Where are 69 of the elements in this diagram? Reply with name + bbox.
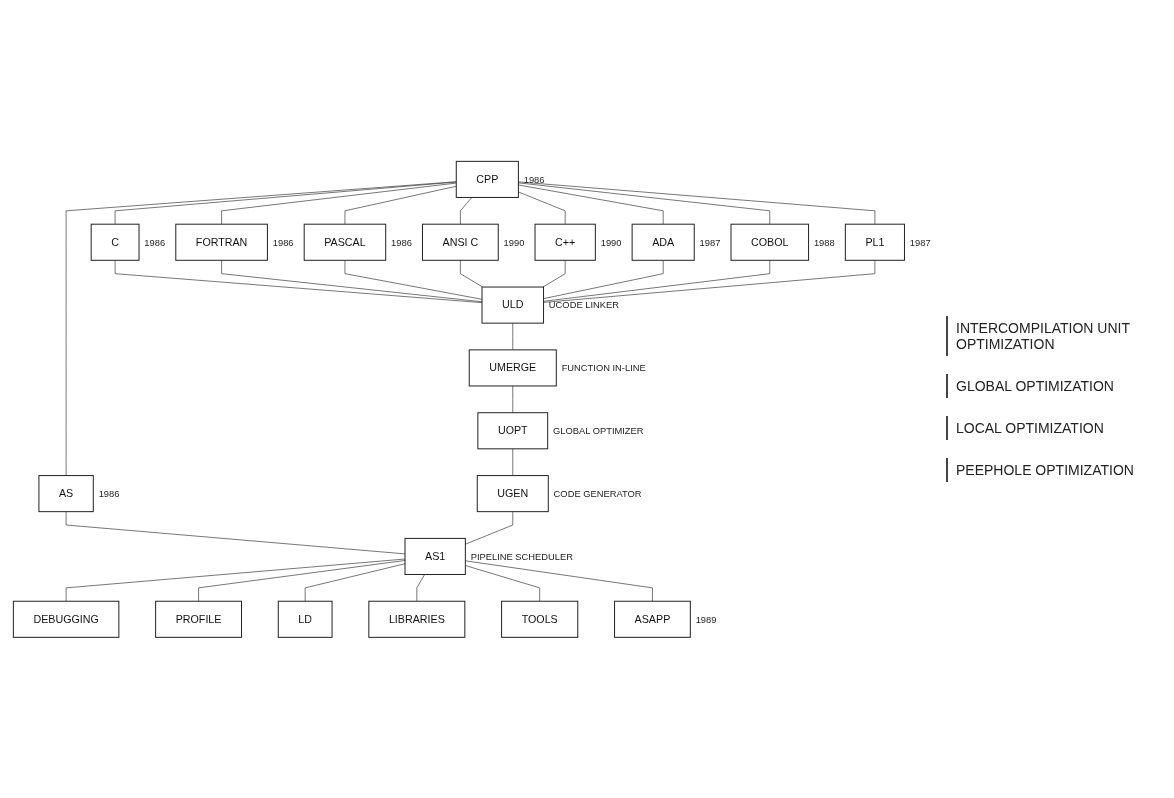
node-caption: CODE GENERATOR [553, 488, 642, 499]
connector [542, 259, 566, 288]
node-caption: FUNCTION IN-LINE [561, 362, 646, 373]
node-box: FORTRAN [175, 223, 268, 261]
node-box: C++ [534, 223, 596, 261]
node-box: ANSI C [421, 223, 499, 261]
node-caption: 1988 [813, 237, 835, 248]
connector [344, 185, 457, 225]
connector [512, 385, 514, 413]
node-box: C [90, 223, 140, 261]
node-box: ADA [631, 223, 695, 261]
node-caption: 1986 [391, 237, 412, 248]
node-box: COBOL [730, 223, 810, 261]
node-box: PASCAL [303, 223, 387, 261]
node-box: ULD [481, 286, 545, 324]
node-caption: 1990 [600, 237, 622, 248]
connector [512, 448, 514, 476]
node-box: UMERGE [468, 349, 557, 387]
node-caption: 1990 [503, 237, 525, 248]
node-caption: 1989 [695, 614, 717, 625]
connector [65, 181, 457, 476]
annotation-label: LOCAL OPTIMIZATION [946, 416, 1166, 440]
node-box: LD [277, 600, 333, 638]
annotation-label: GLOBAL OPTIMIZATION [946, 374, 1166, 398]
connector [221, 259, 483, 302]
connector [114, 181, 457, 225]
connector [304, 563, 406, 602]
node-box: PL1 [844, 223, 905, 261]
node-box: AS [38, 474, 94, 512]
node-box: AS1 [404, 537, 466, 575]
connector [65, 510, 406, 554]
connector [518, 181, 876, 225]
node-caption: 1986 [272, 237, 294, 248]
connector [460, 196, 473, 225]
node-box: ASAPP [614, 600, 691, 638]
connector [543, 259, 771, 302]
node-box: DEBUGGING [12, 600, 120, 638]
node-box: UOPT [477, 411, 549, 449]
connector [221, 182, 457, 225]
annotation-label: INTERCOMPILATION UNIT OPTIMIZATION [946, 316, 1166, 356]
node-box: PROFILE [155, 600, 242, 638]
node-caption: UCODE LINKER [548, 300, 619, 311]
connector [543, 259, 664, 299]
connector [465, 560, 653, 602]
connector [65, 558, 406, 602]
connector [465, 564, 541, 602]
node-caption: PIPELINE SCHEDULER [470, 551, 573, 562]
connector [416, 573, 425, 602]
connector [344, 259, 483, 300]
connector [114, 259, 483, 303]
connector [518, 184, 664, 225]
connector [465, 510, 514, 545]
node-caption: 1987 [909, 237, 931, 248]
node-caption: 1986 [98, 488, 120, 499]
node-box: UGEN [476, 474, 549, 512]
connector [460, 259, 483, 288]
node-box: TOOLS [501, 600, 579, 638]
node-box: CPP [455, 160, 519, 198]
connector [543, 259, 876, 303]
annotation-label: PEEPHOLE OPTIMIZATION [946, 458, 1166, 482]
connector [518, 191, 566, 225]
node-caption: 1986 [523, 174, 545, 185]
connector [512, 322, 514, 350]
node-caption: 1986 [144, 237, 166, 248]
node-caption: 1987 [699, 237, 721, 248]
node-caption: GLOBAL OPTIMIZER [553, 425, 644, 436]
connector [518, 182, 771, 225]
connector [198, 559, 406, 602]
node-box: LIBRARIES [368, 600, 466, 638]
